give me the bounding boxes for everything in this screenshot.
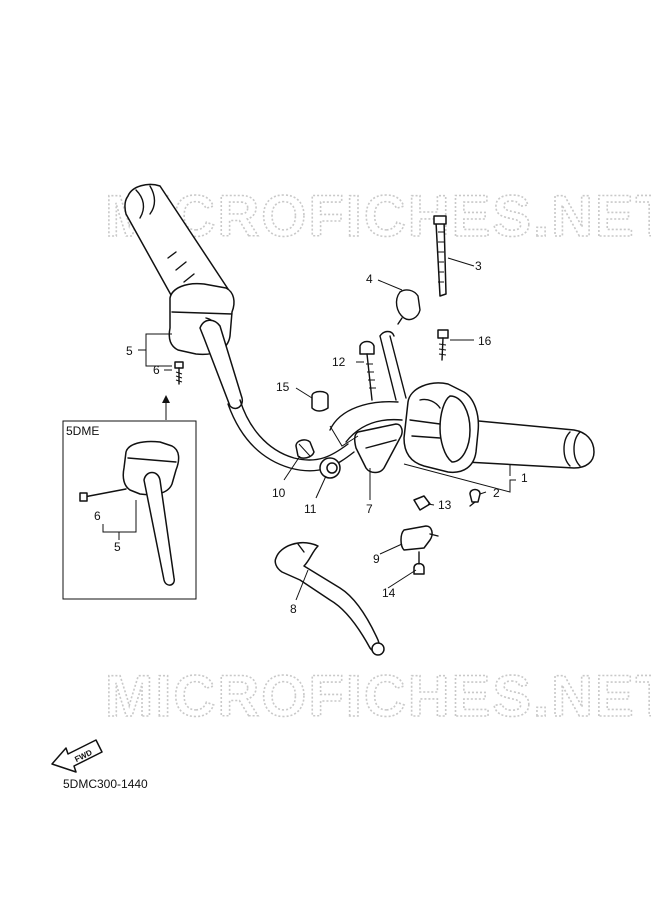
- inset-5dme: 5DME 6 5: [62, 420, 197, 600]
- left-lever: [199, 319, 355, 472]
- watermark-bottom: MICROFICHES.NET: [105, 664, 651, 729]
- cap-15: [311, 390, 329, 412]
- callout-1: 1: [521, 471, 528, 485]
- lever-bracket-7: [353, 423, 403, 474]
- callout-3: 3: [475, 259, 482, 273]
- right-handlebar: [465, 419, 595, 469]
- master-cylinder: [403, 382, 480, 474]
- nut-13: [413, 495, 431, 511]
- inset-callout-6: 6: [94, 509, 101, 523]
- clip-4: [395, 289, 421, 325]
- inset-title: 5DME: [66, 424, 99, 438]
- callout-13: 13: [438, 498, 452, 512]
- screw-2: [469, 488, 481, 507]
- bolt-6-main: [174, 361, 184, 385]
- callout-10: 10: [272, 486, 286, 500]
- switch-9: [400, 525, 439, 551]
- bolt-12: [359, 340, 376, 401]
- callout-11: 11: [304, 502, 317, 516]
- callout-8: 8: [290, 602, 297, 616]
- callout-14: 14: [382, 586, 396, 600]
- inset-frame: [62, 420, 197, 600]
- drawing-code: 5DMC300-1440: [63, 777, 148, 791]
- bolt-16: [437, 329, 449, 361]
- brake-hose: [329, 330, 407, 443]
- callout-4: 4: [366, 272, 373, 286]
- brake-lever-8: [274, 542, 385, 656]
- callout-16: 16: [478, 334, 492, 348]
- callout-2: 2: [493, 486, 500, 500]
- adjuster-11: [319, 457, 341, 479]
- fwd-arrow-icon: FWD: [51, 739, 103, 773]
- callout-6: 6: [153, 363, 160, 377]
- callout-9: 9: [373, 552, 380, 566]
- cable-tie-3: [433, 215, 447, 297]
- callout-15: 15: [276, 380, 290, 394]
- nut-10: [295, 439, 315, 459]
- leader-lines: [138, 257, 516, 601]
- screw-14: [413, 551, 425, 575]
- callout-12: 12: [332, 355, 346, 369]
- inset-pointer-arrow: [162, 395, 170, 403]
- callouts: 1 2 3 4 5 6 7 8 9 10 11 12 13 14 15 16: [126, 259, 528, 616]
- callout-5: 5: [126, 344, 133, 358]
- inset-callout-5: 5: [114, 540, 121, 554]
- callout-7: 7: [366, 502, 373, 516]
